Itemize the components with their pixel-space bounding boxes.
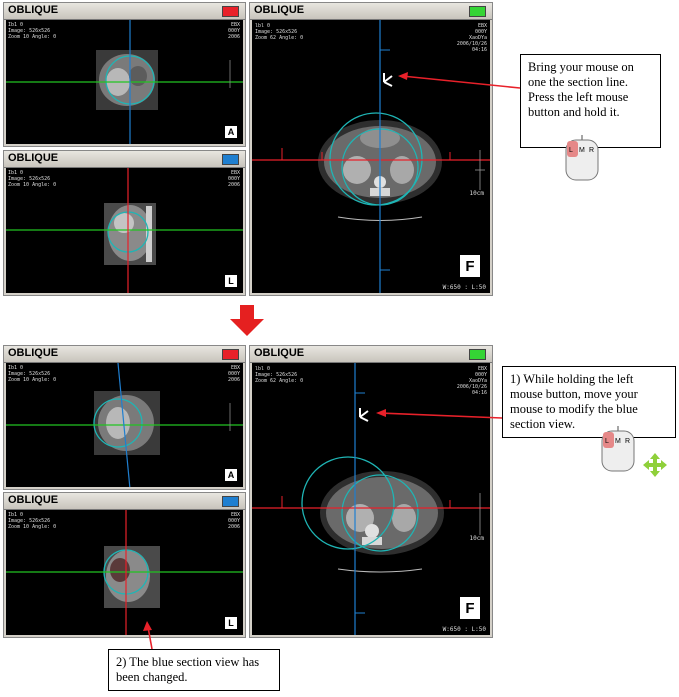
image-info-right: EBX 000Y 2006 — [227, 512, 240, 530]
scale-label: 10cm — [469, 535, 484, 542]
move-cross-icon — [643, 453, 667, 477]
image-info: lbl 0 Image: 526x526 Zoom 62 Angle: 0 — [255, 23, 304, 41]
down-arrow-icon — [230, 305, 264, 336]
panel-title: OBLIQUE — [8, 152, 59, 164]
image-info-right: EBX 000Y 2006 — [227, 365, 240, 383]
orientation-marker: F — [460, 255, 480, 277]
panel-title-bar: OBLIQUE — [250, 3, 492, 20]
top-left-oblique-panel-after: OBLIQUE Ib1 0 Image: 526x526 Zoom 10 Ang… — [3, 345, 246, 490]
mouse-button-right: R — [625, 438, 630, 445]
image-info: Ib1 0 Image: 526x526 Zoom 10 Angle: 0 — [8, 365, 57, 383]
instruction-callout-2: 1) While holding the left mouse button, … — [502, 366, 676, 438]
ct-slice-image — [252, 20, 490, 293]
red-color-swatch[interactable] — [222, 6, 239, 17]
image-info: Ib1 0 Image: 526x526 Zoom 10 Angle: 0 — [8, 170, 57, 188]
oblique-image-view[interactable]: Ib1 0 Image: 526x526 Zoom 10 Angle: 0 EB… — [6, 168, 243, 293]
bottom-left-oblique-panel-after: OBLIQUE Ib1 0 Image: 526x526 Zoom 10 Ang… — [3, 492, 246, 638]
right-oblique-panel-after: OBLIQUE lbl 0 Image: 526x526 Zoom 62 Ang… — [249, 345, 493, 638]
orientation-marker: L — [225, 617, 237, 629]
ct-slice-image — [6, 510, 243, 635]
oblique-image-view[interactable]: Ib1 0 Image: 526x526 Zoom 10 Angle: 0 EB… — [6, 510, 243, 635]
window-level: W:650 : L:50 — [442, 284, 486, 291]
ct-slice-image — [6, 363, 243, 487]
panel-title: OBLIQUE — [8, 494, 59, 506]
blue-color-swatch[interactable] — [222, 154, 239, 165]
right-oblique-panel: OBLIQUE lbl 0 Image: 526x526 Zoom 62 Ang… — [249, 2, 493, 296]
panel-title: OBLIQUE — [8, 347, 59, 359]
red-color-swatch[interactable] — [222, 349, 239, 360]
orientation-marker: F — [460, 597, 480, 619]
ct-slice-image — [252, 363, 490, 635]
panel-title: OBLIQUE — [254, 4, 305, 16]
image-info: lbl 0 Image: 526x526 Zoom 62 Angle: 0 — [255, 366, 304, 384]
bottom-left-oblique-panel: OBLIQUE Ib1 0 Image: 526x526 Zoom 10 Ang… — [3, 150, 246, 296]
mouse-icon: L M R — [601, 426, 635, 472]
blue-color-swatch[interactable] — [222, 496, 239, 507]
oblique-image-view[interactable]: lbl 0 Image: 526x526 Zoom 62 Angle: 0 EB… — [252, 20, 490, 293]
mouse-button-right: R — [589, 147, 594, 154]
green-color-swatch[interactable] — [469, 6, 486, 17]
image-info: Ib1 0 Image: 526x526 Zoom 10 Angle: 0 — [8, 512, 57, 530]
panel-title: OBLIQUE — [254, 347, 305, 359]
panel-title-bar: OBLIQUE — [4, 346, 245, 363]
ct-slice-image — [6, 168, 243, 293]
panel-title: OBLIQUE — [8, 4, 59, 16]
mouse-button-middle: M — [579, 147, 585, 154]
orientation-marker: A — [225, 126, 237, 138]
oblique-image-view[interactable]: Ib1 0 Image: 526x526 Zoom 10 Angle: 0 EB… — [6, 20, 243, 144]
oblique-image-view[interactable]: Ib1 0 Image: 526x526 Zoom 10 Angle: 0 EB… — [6, 363, 243, 487]
image-info-right: EBX 000Y XaoDYa 2006/10/26 04:16 — [456, 23, 487, 53]
green-color-swatch[interactable] — [469, 349, 486, 360]
result-callout: 2) The blue section view has been change… — [108, 649, 280, 691]
top-left-oblique-panel: OBLIQUE Ib1 0 Image: 526x526 Zoom 10 Ang… — [3, 2, 246, 147]
oblique-image-view[interactable]: lbl 0 Image: 526x526 Zoom 62 Angle: 0 EB… — [252, 363, 490, 635]
callout-text: 1) While holding the left mouse button, … — [510, 372, 638, 431]
panel-title-bar: OBLIQUE — [4, 151, 245, 168]
mouse-button-left: L — [605, 438, 609, 445]
instruction-callout-1: Bring your mouse on one the section line… — [520, 54, 661, 148]
orientation-marker: A — [225, 469, 237, 481]
image-info-right: EBX 000Y XaoDYa 2006/10/26 04:16 — [456, 366, 487, 396]
scale-label: 10cm — [469, 190, 484, 197]
image-info-right: EBX 000Y 2006 — [227, 170, 240, 188]
mouse-button-left: L — [569, 147, 573, 154]
panel-title-bar: OBLIQUE — [250, 346, 492, 363]
callout-text: 2) The blue section view has been change… — [116, 655, 260, 684]
callout-text: Bring your mouse on one the section line… — [528, 60, 634, 119]
panel-title-bar: OBLIQUE — [4, 3, 245, 20]
image-info: Ib1 0 Image: 526x526 Zoom 10 Angle: 0 — [8, 22, 57, 40]
mouse-icon: L M R — [565, 135, 599, 181]
cursor-arrow-icon — [359, 408, 369, 422]
image-info-right: EBX 000Y 2006 — [227, 22, 240, 40]
cursor-arrow-icon — [383, 73, 393, 87]
mouse-button-middle: M — [615, 438, 621, 445]
orientation-marker: L — [225, 275, 237, 287]
ct-slice-image — [6, 20, 243, 144]
window-level: W:650 : L:50 — [442, 626, 486, 633]
panel-title-bar: OBLIQUE — [4, 493, 245, 510]
